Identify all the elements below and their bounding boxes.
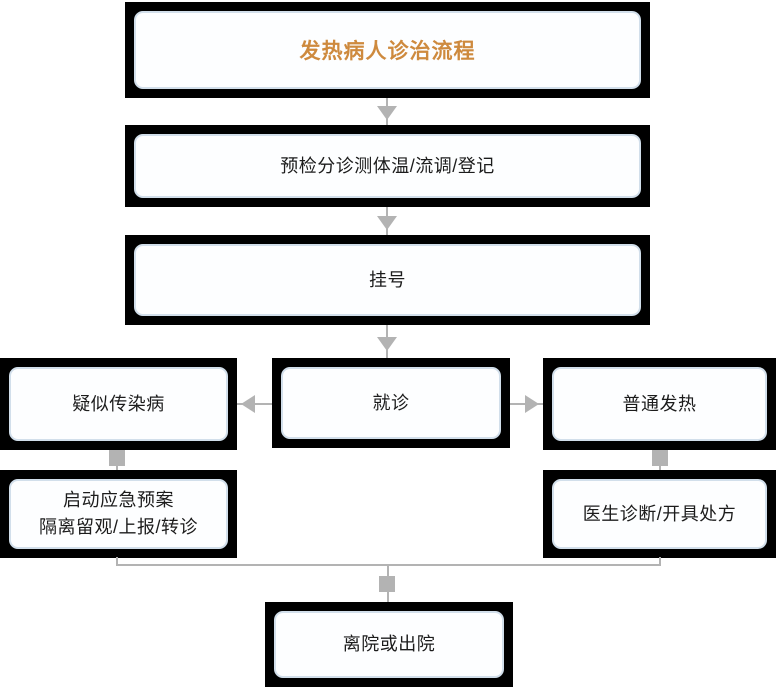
flow-node-discharge: 离院或出院 <box>265 602 513 687</box>
flow-node-common-fever: 普通发热 <box>543 358 776 450</box>
arrowhead-down-icon <box>377 216 397 230</box>
arrowhead-left-icon <box>241 395 255 413</box>
flow-node-triage: 预检分诊测体温/流调/登记 <box>125 125 650 207</box>
flow-node-register-inner: 挂号 <box>134 244 641 316</box>
connector-square-icon <box>109 450 125 466</box>
arrow-title-to-triage <box>377 98 397 125</box>
connector-square-icon <box>379 576 395 592</box>
flow-node-diagnosis-inner: 医生诊断/开具处方 <box>552 479 767 549</box>
flow-node-suspected-inner: 疑似传染病 <box>9 367 228 441</box>
node-label-suspected: 疑似传染病 <box>72 393 165 414</box>
flow-node-suspected: 疑似传染病 <box>0 358 237 450</box>
flow-node-title: 发热病人诊治流程 <box>125 2 650 98</box>
node-label-emergency-line1: 启动应急预案 <box>63 490 174 510</box>
flow-node-common-fever-inner: 普通发热 <box>552 367 767 441</box>
arrowhead-down-icon <box>377 337 397 351</box>
node-label-common-fever: 普通发热 <box>622 393 697 414</box>
flow-node-title-inner: 发热病人诊治流程 <box>134 11 641 89</box>
flow-node-emergency-inner: 启动应急预案 隔离留观/上报/转诊 <box>9 479 228 549</box>
arrow-visit-to-common-fever <box>510 395 543 413</box>
flow-node-diagnosis: 医生诊断/开具处方 <box>543 470 776 558</box>
flow-node-visit: 就诊 <box>272 358 510 448</box>
node-label-visit: 就诊 <box>372 392 410 413</box>
arrowhead-down-icon <box>377 106 397 120</box>
node-label-diagnosis: 医生诊断/开具处方 <box>582 503 737 524</box>
flow-node-discharge-inner: 离院或出院 <box>274 611 504 678</box>
arrow-visit-to-suspected <box>237 395 272 413</box>
flow-node-visit-inner: 就诊 <box>281 367 501 439</box>
flow-node-triage-inner: 预检分诊测体温/流调/登记 <box>134 134 641 198</box>
connector-square-icon <box>652 450 668 466</box>
connector-line <box>387 590 389 604</box>
arrowhead-right-icon <box>525 395 539 413</box>
flow-node-emergency: 启动应急预案 隔离留观/上报/转诊 <box>0 470 237 558</box>
node-label-discharge: 离院或出院 <box>342 634 436 654</box>
arrow-register-to-visit <box>377 325 397 358</box>
connector-line <box>387 564 389 578</box>
node-label-emergency-line2: 隔离留观/上报/转诊 <box>38 517 198 537</box>
node-label-register: 挂号 <box>369 269 406 290</box>
diagram-title: 发热病人诊治流程 <box>299 40 476 63</box>
node-label-triage: 预检分诊测体温/流调/登记 <box>280 155 495 176</box>
connector-line <box>659 557 661 566</box>
flow-node-register: 挂号 <box>125 235 650 325</box>
arrow-triage-to-register <box>377 207 397 235</box>
connector-line <box>116 557 118 566</box>
